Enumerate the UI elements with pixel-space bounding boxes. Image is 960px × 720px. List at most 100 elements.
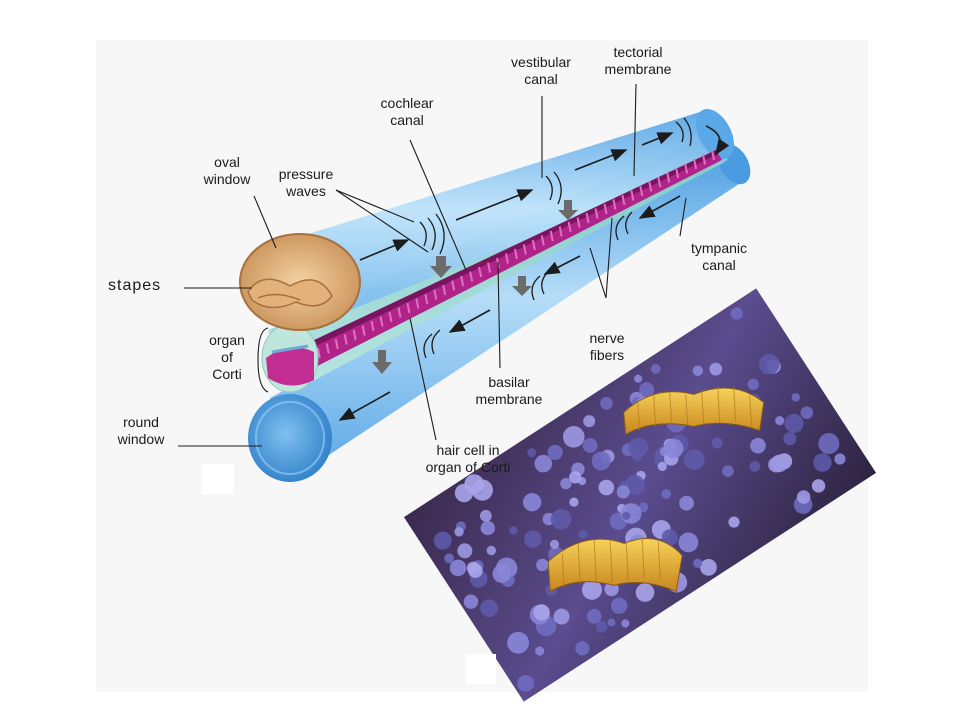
micrograph-cell bbox=[650, 364, 661, 374]
hair-cell-ridge bbox=[397, 307, 402, 318]
micrograph-cell bbox=[549, 539, 560, 549]
micrograph-cell bbox=[635, 583, 655, 602]
leader-lines bbox=[178, 83, 687, 547]
hair-cell-ridge bbox=[603, 203, 608, 215]
micrograph-cell bbox=[553, 608, 570, 625]
micrograph-cell bbox=[663, 438, 684, 459]
micrograph-cell bbox=[449, 559, 467, 577]
label-stapes: stapes bbox=[108, 277, 162, 294]
hair-cell-ridge bbox=[325, 343, 330, 354]
hair-cell-ridge bbox=[487, 262, 492, 273]
micrograph-cell bbox=[480, 520, 496, 536]
hair-cell-ridge bbox=[361, 325, 366, 336]
micrograph-cell bbox=[679, 495, 694, 511]
micrograph-cell bbox=[638, 502, 649, 513]
hair-cell-ridge bbox=[693, 158, 698, 170]
membrane-deflection-arrows bbox=[372, 200, 578, 374]
micrograph-cell bbox=[661, 489, 672, 499]
micrograph-cell bbox=[547, 444, 563, 461]
micrograph-cell bbox=[533, 604, 550, 621]
hair-cell-ridge bbox=[576, 217, 581, 228]
micrograph-cell bbox=[507, 631, 529, 654]
hair-cell-ridge bbox=[657, 176, 662, 188]
label-nerve-fibers: nerve fibers bbox=[589, 330, 625, 363]
hair-cell-ridge bbox=[531, 239, 536, 251]
micrograph-cell bbox=[678, 532, 699, 553]
micrograph-cell bbox=[480, 599, 499, 618]
micrograph-cell bbox=[730, 307, 743, 320]
hair-cell-ridge bbox=[415, 298, 420, 309]
hair-cell-ridge bbox=[406, 302, 411, 314]
hair-cell-ridge bbox=[702, 154, 707, 165]
micrograph-cell bbox=[454, 483, 474, 503]
hair-cell-ridge bbox=[648, 181, 653, 192]
micrograph-cell bbox=[444, 553, 454, 564]
micrograph-cell bbox=[575, 641, 590, 656]
micrograph-cell bbox=[562, 426, 585, 448]
micrograph-cell bbox=[811, 479, 826, 493]
hair-cell-micrograph bbox=[403, 288, 877, 702]
hair-cell-ridge bbox=[433, 289, 438, 300]
micrograph-cell bbox=[578, 529, 588, 539]
micrograph-cell bbox=[550, 508, 572, 530]
micrograph-cell bbox=[728, 516, 740, 528]
hair-cell-ridge bbox=[612, 199, 617, 210]
micrograph-cell bbox=[692, 365, 704, 376]
label-organ-of-corti: organ of Corti bbox=[209, 332, 245, 382]
oval-window-stapes bbox=[239, 233, 361, 331]
hair-cell-ridge bbox=[478, 266, 483, 278]
micrograph-cell bbox=[582, 438, 598, 453]
micrograph-cell bbox=[747, 378, 760, 391]
micrograph-cell bbox=[634, 374, 643, 383]
hair-cell-ridge bbox=[549, 230, 554, 242]
micrograph-cell bbox=[527, 448, 537, 458]
round-window bbox=[248, 394, 332, 482]
label-oval-window: oval window bbox=[203, 154, 251, 187]
micrograph-cell bbox=[596, 621, 608, 633]
hair-cell-ridge bbox=[558, 226, 563, 237]
micrograph-cell bbox=[517, 674, 535, 692]
micrograph-cell bbox=[818, 433, 840, 455]
micrograph-cell bbox=[770, 454, 789, 473]
hair-cell-ridge bbox=[630, 190, 635, 201]
flow-arrows bbox=[338, 125, 730, 421]
hair-cell-ridge bbox=[522, 244, 527, 255]
micrograph-cell bbox=[628, 437, 649, 458]
micrograph-cell bbox=[661, 529, 678, 546]
label-basilar-membrane: basilar membrane bbox=[475, 374, 543, 407]
hair-cell-ridge bbox=[504, 253, 509, 264]
micrograph-cell bbox=[479, 509, 492, 522]
micrograph-cell bbox=[524, 530, 542, 548]
micrograph-cell bbox=[607, 618, 616, 627]
micrograph-cell bbox=[583, 415, 596, 428]
micrograph-cell bbox=[569, 497, 579, 507]
label-tympanic-canal: tympanic canal bbox=[690, 240, 748, 273]
micrograph-cell bbox=[800, 406, 814, 419]
micrograph-cell bbox=[586, 609, 602, 624]
hair-cell-ridge bbox=[442, 284, 447, 296]
micrograph-cell bbox=[560, 477, 572, 490]
hair-cell-ridge bbox=[711, 149, 715, 161]
micrograph-cell bbox=[457, 543, 473, 559]
micrograph-cell bbox=[536, 558, 549, 572]
pressure-wave-marks bbox=[419, 117, 692, 359]
micrograph-cell bbox=[709, 362, 723, 376]
micrograph-cell bbox=[535, 646, 545, 656]
micrograph-cell bbox=[711, 437, 723, 449]
micrograph-cell bbox=[693, 558, 703, 568]
hair-cell-ridge bbox=[684, 163, 689, 174]
micrograph-cell bbox=[454, 527, 464, 537]
micrograph-cell bbox=[813, 453, 832, 472]
label-vestibular-canal: vestibular canal bbox=[511, 54, 571, 87]
hair-cell-ridge bbox=[460, 275, 465, 287]
micrograph-cell bbox=[466, 561, 480, 575]
hair-cell-ridge bbox=[666, 172, 671, 183]
micrograph-cell bbox=[750, 437, 766, 454]
micrograph-cell bbox=[683, 449, 705, 470]
label-hair-cell: hair cell in organ of Corti bbox=[425, 442, 511, 475]
micrograph-cell bbox=[639, 382, 655, 398]
micrograph-cell bbox=[600, 396, 613, 410]
micrograph-cell bbox=[657, 461, 667, 472]
hair-cell-ridge bbox=[424, 293, 429, 305]
